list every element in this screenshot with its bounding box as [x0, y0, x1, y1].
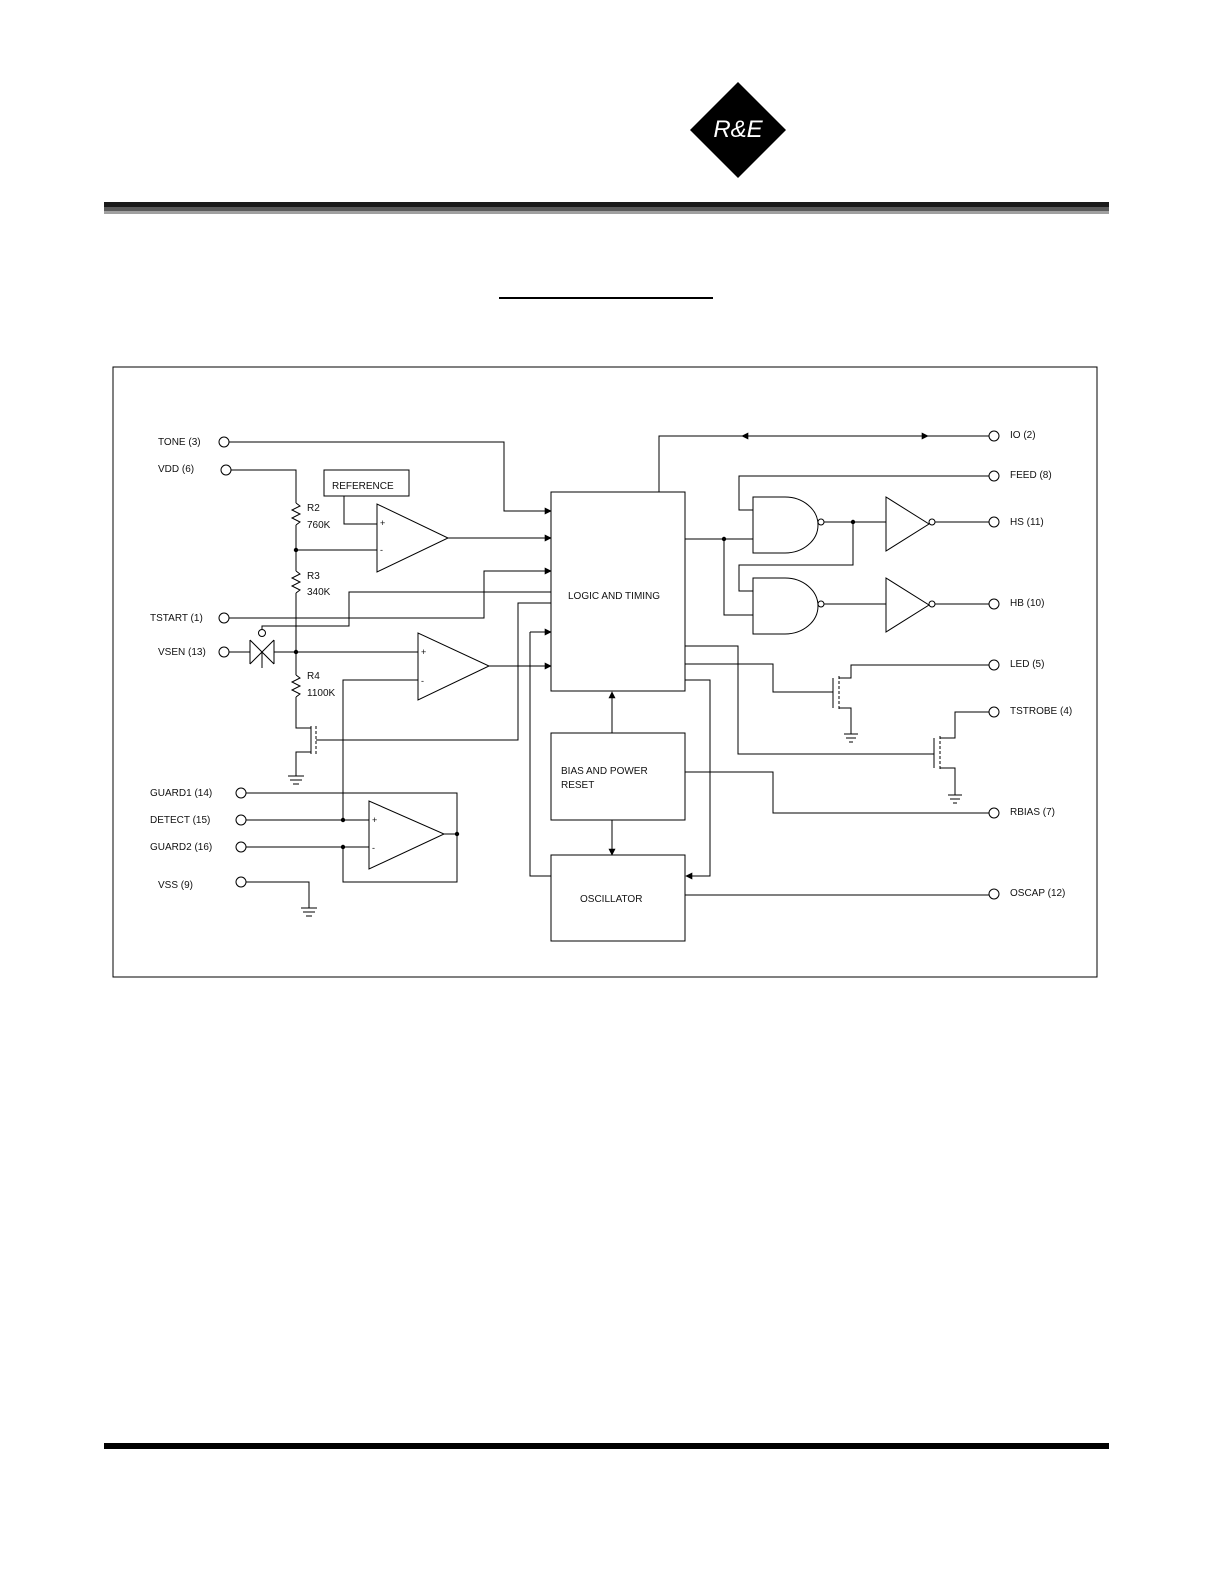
pin-label-feed: FEED (8): [1010, 470, 1052, 481]
vsen-switch: [229, 591, 551, 668]
pin-hs: HS (11): [988, 516, 1044, 528]
tstart-line: [229, 567, 552, 619]
pin-oscap: OSCAP (12): [988, 888, 1065, 900]
pin-label-vdd: VDD (6): [158, 464, 194, 475]
pin-label-tstart: TSTART (1): [150, 613, 203, 624]
pin-label-io: IO (2): [1010, 430, 1036, 441]
pin-guard2: GUARD2 (16): [150, 841, 247, 853]
tstrobe-transistor: [685, 645, 989, 804]
rbias-line: [685, 771, 989, 814]
r2-name: R2: [307, 503, 320, 514]
io-bus: [658, 432, 989, 492]
nand-gate-hb: [752, 577, 825, 635]
comparator-reference: [296, 496, 552, 573]
tone-line: [229, 441, 552, 515]
pin-label-vss: VSS (9): [158, 880, 193, 891]
pin-label-led: LED (5): [1010, 659, 1044, 670]
nand-gate-hs: [752, 496, 825, 554]
pin-tstart: TSTART (1): [150, 612, 230, 624]
pin-vss: VSS (9): [158, 876, 247, 891]
pin-led: LED (5): [988, 659, 1044, 671]
comparator-vsen: [296, 632, 552, 820]
pin-io: IO (2): [988, 430, 1036, 442]
ladder-transistor: [310, 602, 551, 754]
resistor-ladder: [231, 469, 311, 785]
pin-label-hs: HS (11): [1010, 517, 1044, 528]
logic-timing-block: LOGIC AND TIMING: [550, 491, 686, 692]
pin-guard1: GUARD1 (14): [150, 787, 247, 799]
comp1-plus: +: [380, 518, 385, 528]
comparator-detect: [246, 792, 458, 917]
re-logo: R&E: [690, 82, 786, 178]
pin-vdd: VDD (6): [158, 464, 232, 476]
diagram-frame: [112, 366, 1098, 978]
r3-value: 340K: [307, 587, 331, 598]
pin-feed: FEED (8): [988, 470, 1052, 482]
comp2-minus: -: [421, 676, 424, 686]
logo-diamond: [690, 82, 786, 178]
r4-value: 1100K: [307, 688, 336, 699]
pin-label-detect: DETECT (15): [150, 815, 210, 826]
inverter-hs: [885, 496, 936, 552]
pin-label-hb: HB (10): [1010, 598, 1044, 609]
comp3-minus: -: [372, 843, 375, 853]
header-rule: [104, 202, 1109, 216]
osc-feedback-left: [529, 632, 551, 877]
bias-label-line1: BIAS AND POWER: [561, 766, 648, 777]
led-transistor: [685, 663, 989, 743]
logo-text: R&E: [713, 116, 763, 143]
resistor-r3: [290, 570, 302, 594]
pin-label-vsen: VSEN (13): [158, 647, 206, 658]
pin-detect: DETECT (15): [150, 814, 247, 826]
reference-block: REFERENCE: [323, 469, 410, 497]
comp3-plus: +: [372, 815, 377, 825]
pin-label-rbias: RBIAS (7): [1010, 807, 1055, 818]
comp1-minus: -: [380, 545, 383, 555]
bias-label-line2: RESET: [561, 780, 594, 791]
bias-power-reset-block: BIAS AND POWER RESET: [550, 732, 686, 821]
title-underline: [499, 297, 713, 299]
pin-hb: HB (10): [988, 598, 1044, 610]
pin-label-guard1: GUARD1 (14): [150, 788, 212, 799]
pin-tone: TONE (3): [158, 436, 230, 448]
logic-to-osc-right: [685, 679, 711, 880]
pin-label-guard2: GUARD2 (16): [150, 842, 212, 853]
pin-label-oscap: OSCAP (12): [1010, 888, 1065, 899]
r4-name: R4: [307, 671, 320, 682]
reference-label: REFERENCE: [332, 481, 394, 492]
inverter-hb: [885, 577, 936, 633]
gate-wiring: [685, 475, 989, 616]
logic-timing-label: LOGIC AND TIMING: [568, 591, 660, 602]
comp2-plus: +: [421, 647, 426, 657]
pin-vsen: VSEN (13): [158, 646, 230, 658]
pin-label-tstrobe: TSTROBE (4): [1010, 706, 1072, 717]
oscillator-label: OSCILLATOR: [580, 894, 642, 905]
r2-value: 760K: [307, 520, 331, 531]
resistor-r4: [290, 674, 302, 698]
pin-label-tone: TONE (3): [158, 437, 201, 448]
oscillator-block: OSCILLATOR: [550, 854, 686, 942]
pin-tstrobe: TSTROBE (4): [988, 706, 1072, 718]
pin-rbias: RBIAS (7): [988, 807, 1055, 819]
r3-name: R3: [307, 571, 320, 582]
resistor-r2: [290, 502, 302, 526]
footer-rule: [104, 1443, 1109, 1449]
